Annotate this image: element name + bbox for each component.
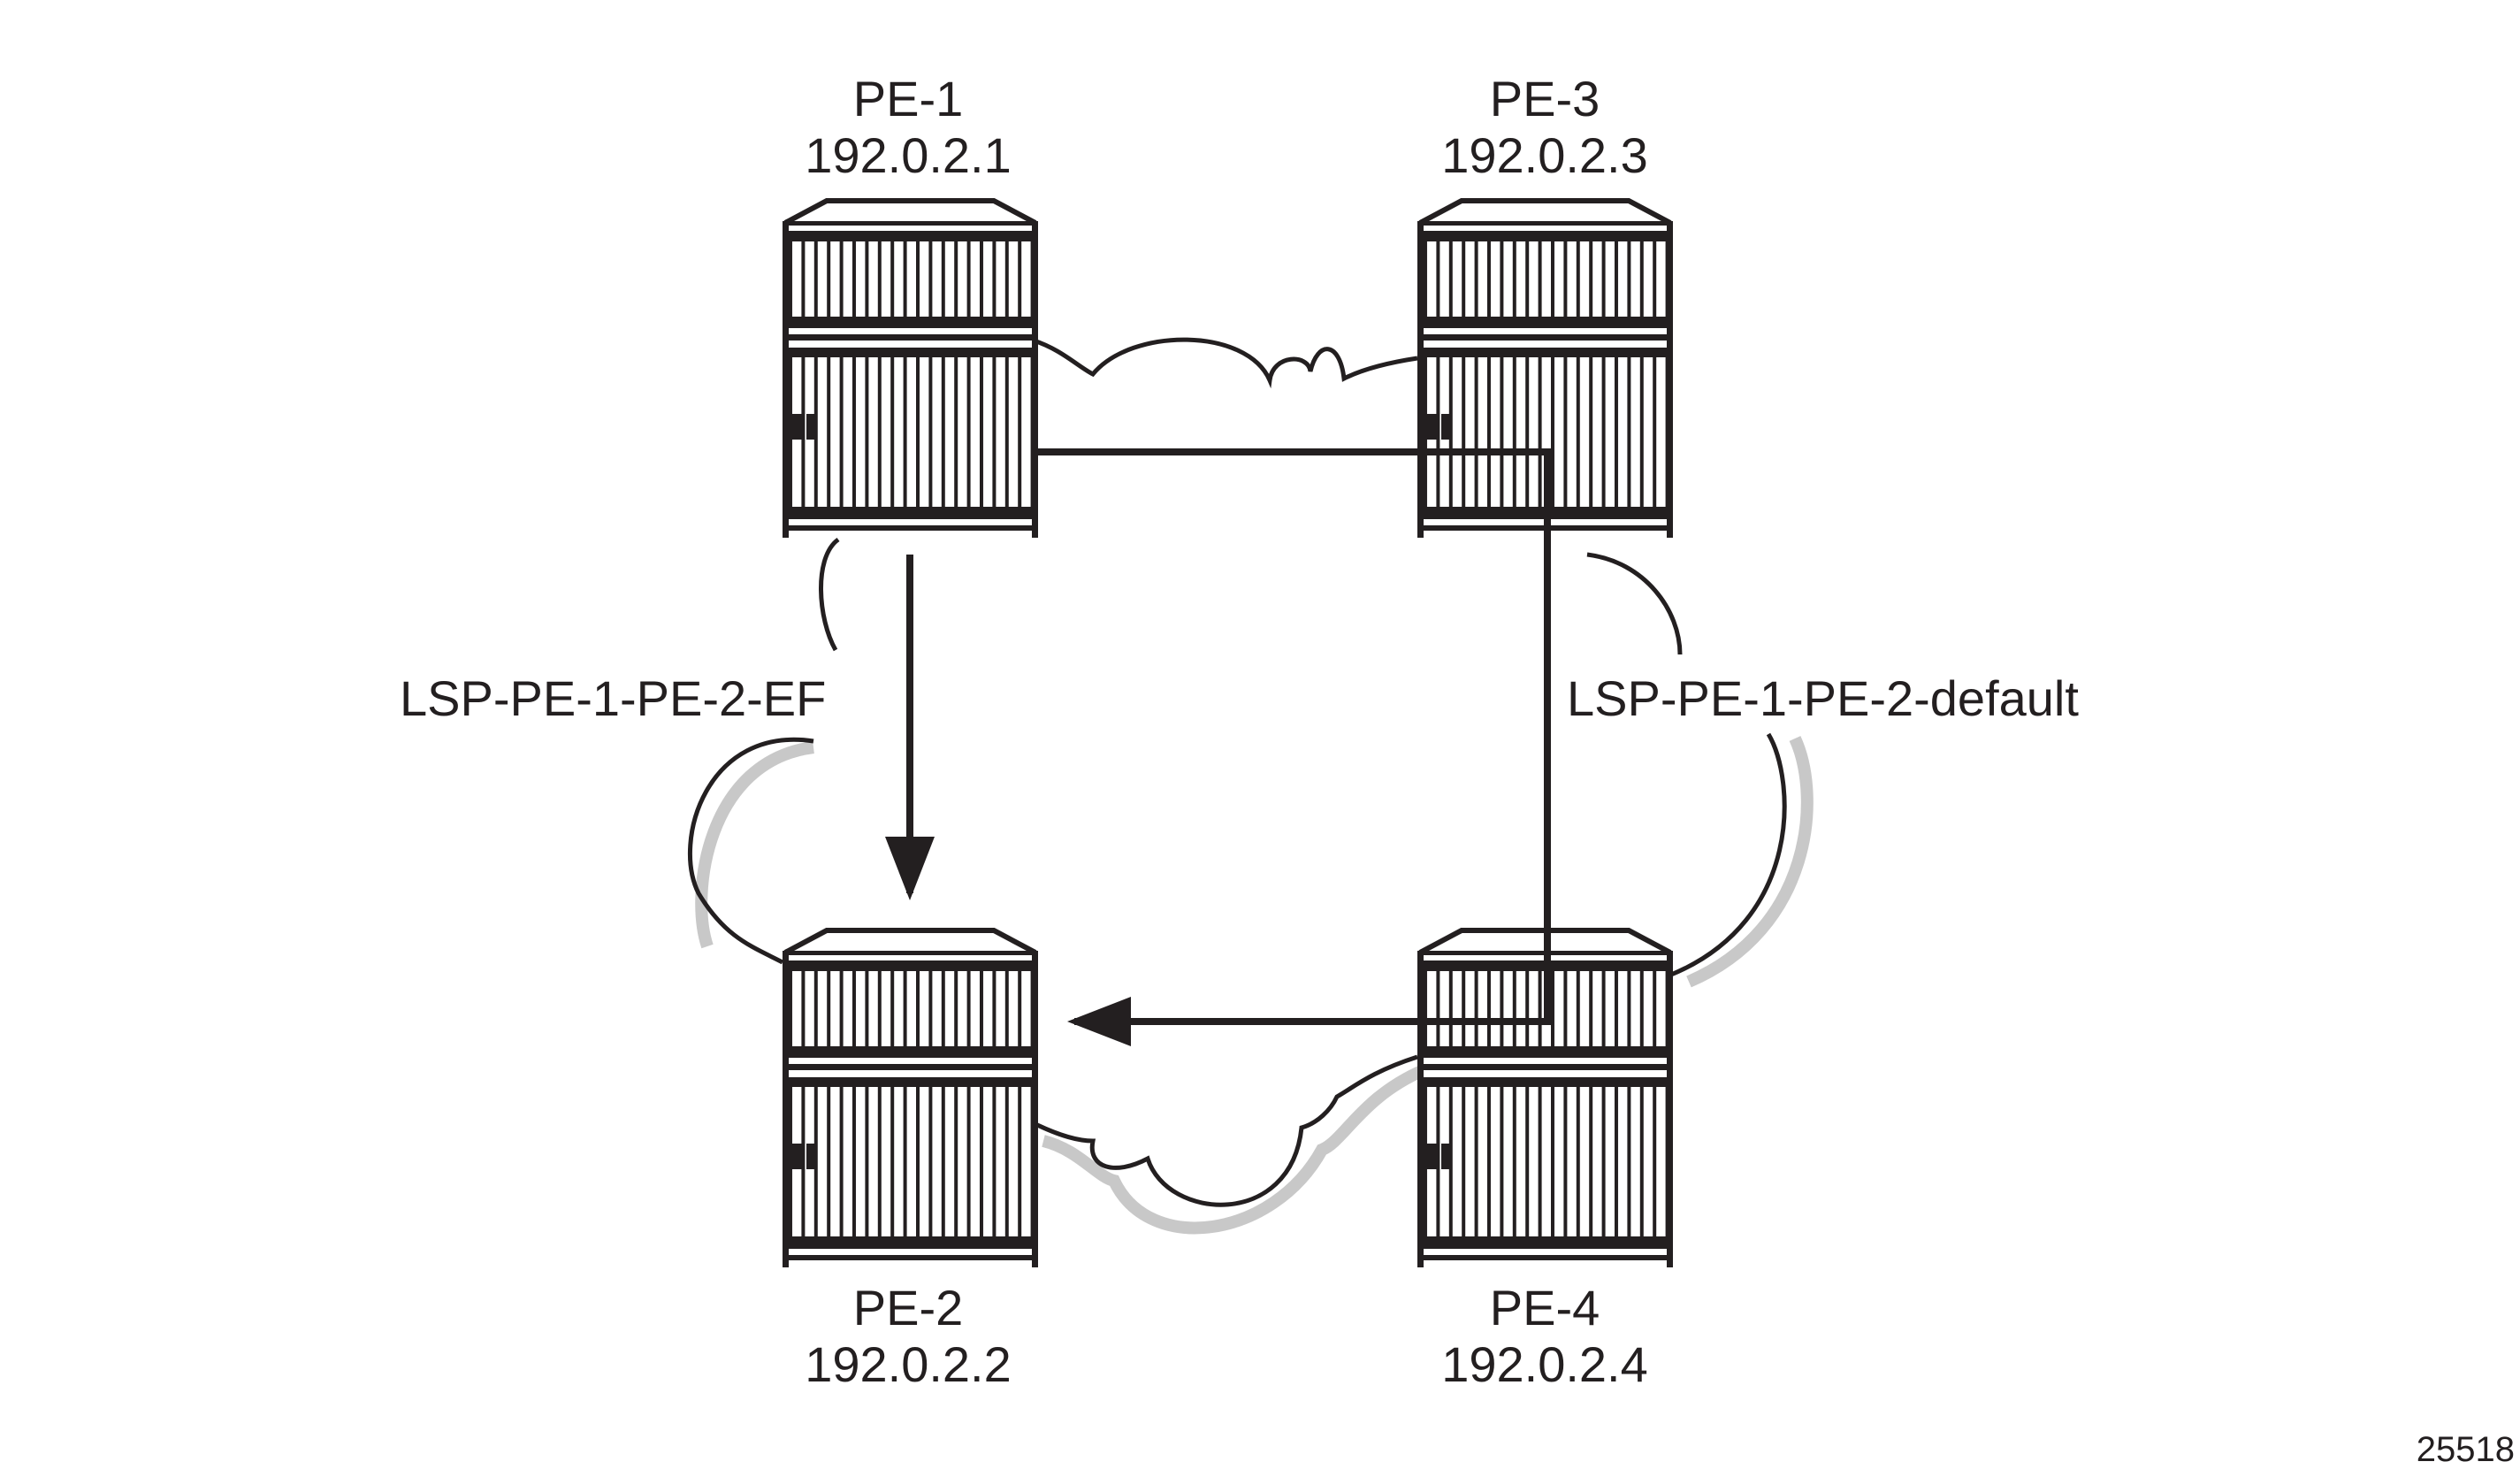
node-label-pe-4: PE-4 192.0.2.4: [1368, 1280, 1722, 1393]
node-ip: 192.0.2.4: [1441, 1336, 1648, 1392]
node-ip: 192.0.2.2: [805, 1336, 1012, 1392]
router-pe-1[interactable]: [783, 198, 1038, 538]
node-name: PE-4: [1489, 1280, 1600, 1335]
lsp-default-label: LSP-PE-1-PE-2-default: [1567, 670, 2079, 727]
node-label-pe-2: PE-2 192.0.2.2: [731, 1280, 1085, 1393]
node-label-pe-3: PE-3 192.0.2.3: [1368, 71, 1722, 184]
node-ip: 192.0.2.3: [1441, 127, 1648, 183]
node-name: PE-2: [852, 1280, 964, 1335]
node-label-pe-1: PE-1 192.0.2.1: [731, 71, 1085, 184]
figure-id: 25518: [2416, 1430, 2515, 1469]
cloud-shadow: [695, 736, 1814, 1235]
node-name: PE-3: [1489, 71, 1600, 126]
router-pe-2[interactable]: [783, 928, 1038, 1267]
cloud-outline: [687, 337, 1787, 1207]
node-name: PE-1: [852, 71, 964, 126]
lsp-ef-label: LSP-PE-1-PE-2-EF: [400, 670, 827, 727]
lsp-default-arrow: [1034, 448, 1551, 1046]
node-ip: 192.0.2.1: [805, 127, 1012, 183]
